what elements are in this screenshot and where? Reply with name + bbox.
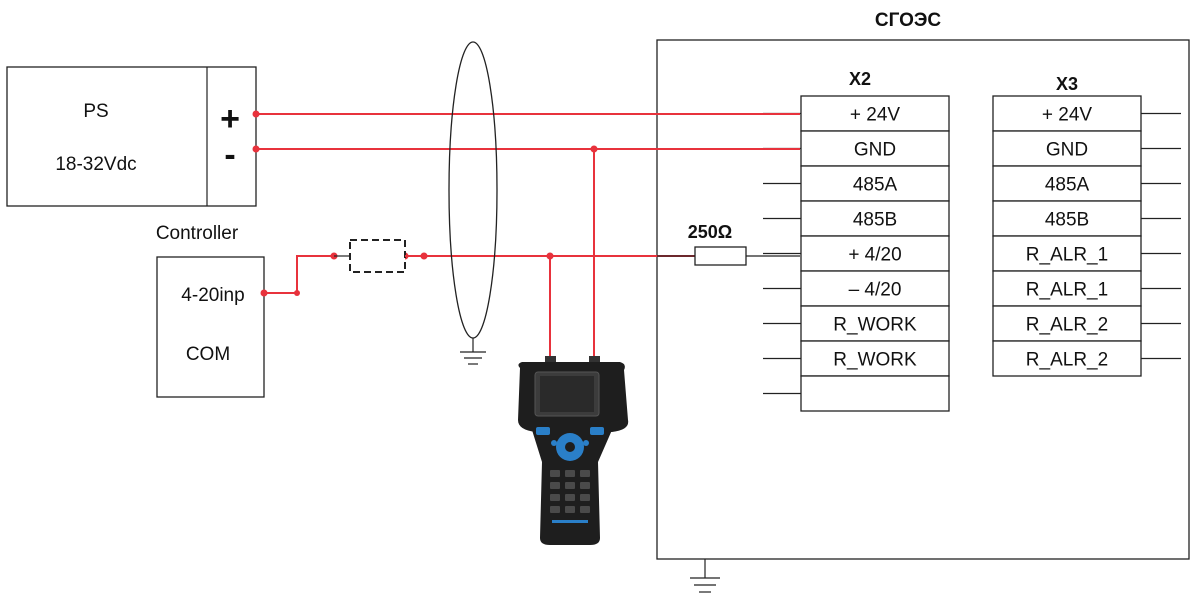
controller-input-block: 4-20inp COM <box>156 256 265 398</box>
controller-caption: Controller <box>156 223 239 244</box>
terminal-x3-row-label: R_ALR_1 <box>1026 245 1108 266</box>
terminal-x3-row-label: R_ALR_1 <box>1026 280 1108 301</box>
terminal-x3-row-label: GND <box>1046 140 1088 161</box>
junction-dots <box>252 110 598 365</box>
junction-dot <box>294 290 300 296</box>
terminal-x2-row-label: + 4/20 <box>848 245 901 266</box>
ground-icon <box>690 577 720 593</box>
com-label: COM <box>186 344 230 365</box>
terminal-x3: + 24VGND485A485BR_ALR_1R_ALR_1R_ALR_2R_A… <box>992 95 1181 377</box>
junction-box-icon <box>349 239 406 273</box>
wire-input-to-barrier <box>264 255 334 294</box>
terminal-x3-row <box>992 270 1142 307</box>
junction-dot <box>590 145 598 153</box>
terminal-x2-row-label: R_WORK <box>833 350 917 371</box>
terminal-x2-row-label: GND <box>854 140 896 161</box>
minus-terminal-symbol: - <box>224 136 235 174</box>
terminal-x2: + 24V GND 485A 485B + 4/20 – 4/20R_WORK R_WORK <box>763 95 950 412</box>
resistor-value: 250Ω <box>688 222 732 242</box>
power-supply-name: PS <box>83 101 108 122</box>
device-title: СГОЭС <box>875 10 942 31</box>
junction-dot <box>252 145 260 153</box>
terminal-x2-row-label: R_WORK <box>833 315 917 336</box>
power-supply-block: PS 18-32Vdc + - <box>6 66 257 207</box>
terminal-x3-row-label: R_ALR_2 <box>1026 315 1108 336</box>
terminal-x2-row-label: 485A <box>853 175 898 196</box>
resistor-icon <box>694 246 747 266</box>
terminal-x3-title: X3 <box>1056 74 1078 94</box>
terminal-x2-row <box>800 165 950 202</box>
terminal-x2-row-label: 485B <box>853 210 897 231</box>
controller-input-box <box>156 256 265 398</box>
terminal-x2-row <box>800 95 950 132</box>
terminal-x3-row <box>992 305 1142 342</box>
terminal-x3-row-label: 485B <box>1045 210 1089 231</box>
plus-terminal-symbol: + <box>220 100 240 138</box>
junction-dot <box>546 252 554 260</box>
power-supply-voltage: 18-32Vdc <box>55 154 136 175</box>
input-4-20-label: 4-20inp <box>181 285 244 306</box>
wires <box>256 113 800 362</box>
junction-dot <box>260 289 268 297</box>
terminal-x3-row-label: + 24V <box>1042 105 1093 126</box>
terminal-x3-row-label: 485A <box>1045 175 1090 196</box>
cable-shield-icon <box>448 41 498 339</box>
power-supply-box <box>6 66 257 207</box>
handheld-communicator-icon <box>518 356 629 545</box>
junction-dot <box>252 110 260 118</box>
terminal-x3-row <box>992 130 1142 167</box>
terminal-x2-row <box>800 375 950 412</box>
terminal-x2-row-label: + 24V <box>850 105 901 126</box>
ground-icon <box>460 351 486 365</box>
terminal-x2-title: X2 <box>849 69 871 89</box>
terminal-x3-row-label: R_ALR_2 <box>1026 350 1108 371</box>
terminal-x2-row-label: – 4/20 <box>849 280 902 301</box>
